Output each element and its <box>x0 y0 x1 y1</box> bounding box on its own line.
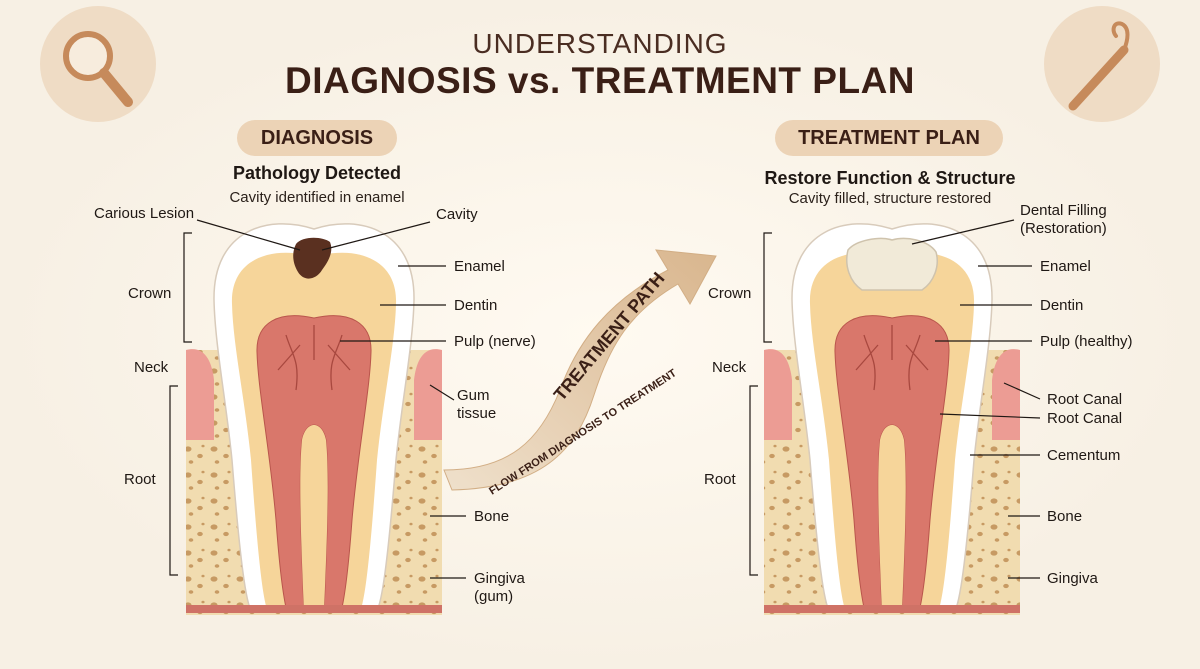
magnifying-glass-icon <box>40 6 156 122</box>
label-crown-right: Crown <box>708 285 752 302</box>
label-cementum: Cementum <box>1047 447 1121 464</box>
label-gingiva-right: Gingiva <box>1047 570 1098 587</box>
label-dental-filling: Dental Filling <box>1020 202 1107 219</box>
label-gingiva-left: Gingiva <box>474 570 525 587</box>
restored-tooth <box>764 223 1020 615</box>
label-root-left: Root <box>124 471 156 488</box>
label-pulp-right: Pulp (healthy) <box>1040 333 1133 350</box>
right-leader-lines <box>749 219 1041 579</box>
label-crown-left: Crown <box>128 285 172 302</box>
label-enamel-right: Enamel <box>1040 258 1091 275</box>
left-leader-lines <box>169 219 466 579</box>
label-gum-paren: (gum) <box>474 588 514 605</box>
label-neck-right: Neck <box>712 359 747 376</box>
label-restoration: (Restoration) <box>1020 220 1107 237</box>
treatment-path-arrow <box>443 249 717 491</box>
label-carious-lesion: Carious Lesion <box>94 205 195 222</box>
label-tissue: tissue <box>457 405 497 422</box>
treatment-badge: TREATMENT PLAN <box>775 120 1003 156</box>
label-cavity: Cavity <box>436 206 478 223</box>
label-bone-left: Bone <box>474 508 510 525</box>
label-bone-right: Bone <box>1047 508 1083 525</box>
cavity-decay <box>293 237 332 279</box>
treatment-heading: Restore Function & Structure <box>764 168 1016 188</box>
tooth-with-cavity <box>186 223 442 615</box>
label-dentin-right: Dentin <box>1040 297 1084 314</box>
page-title: DIAGNOSIS vs. TREATMENT PLAN <box>284 60 916 101</box>
diagnosis-badge: DIAGNOSIS <box>237 120 397 156</box>
diagnosis-subheading: Cavity identified in enamel <box>229 189 405 206</box>
supertitle: UNDERSTANDING <box>472 28 728 59</box>
diagnosis-heading: Pathology Detected <box>232 163 402 183</box>
label-root-canal-2: Root Canal <box>1047 410 1123 427</box>
label-pulp-left: Pulp (nerve) <box>454 333 536 350</box>
label-neck-left: Neck <box>134 359 169 376</box>
treatment-subheading: Cavity filled, structure restored <box>788 190 992 207</box>
label-dentin-left: Dentin <box>454 297 498 314</box>
label-gum: Gum <box>457 387 490 404</box>
dental-filling <box>846 237 938 291</box>
label-root-right: Root <box>704 471 736 488</box>
label-root-canal-1: Root Canal <box>1047 391 1123 408</box>
label-enamel-left: Enamel <box>454 258 505 275</box>
dental-probe-icon <box>1044 6 1160 122</box>
